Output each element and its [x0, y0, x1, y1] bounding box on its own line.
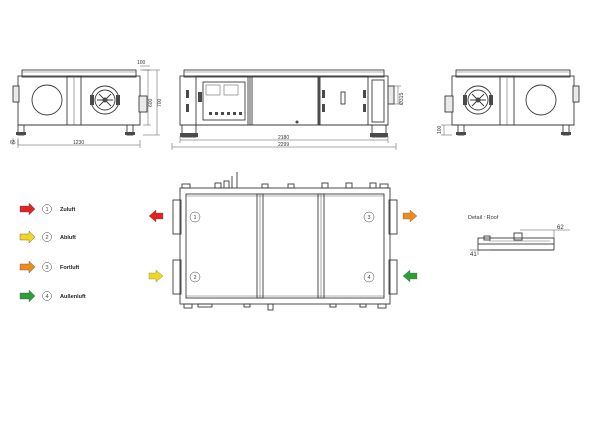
plan-port-4: 4 — [368, 275, 371, 281]
legend-item-1: 1 Zuluft — [19, 202, 75, 216]
dim-left-depth: 65 — [10, 140, 16, 146]
legend-label-3: Fortluft — [60, 265, 79, 271]
arrow-right-icon — [19, 289, 36, 303]
left-body — [17, 75, 141, 126]
right-side-view: 100 — [437, 69, 580, 136]
arrow-right-icon — [19, 260, 36, 274]
right-duct-circle — [525, 84, 557, 116]
legend-num-2: 2 — [46, 235, 49, 241]
plan-duct-1 — [172, 199, 182, 235]
legend-num-1: 1 — [46, 207, 49, 213]
legend-item-2: 2 Abluft — [19, 230, 76, 244]
legend-num-3: 3 — [46, 265, 49, 271]
dim-front-inner: 2180 — [278, 135, 289, 141]
legend-num-4: 4 — [46, 294, 49, 300]
legend-label-4: Außenluft — [60, 294, 86, 300]
roof-profile — [477, 237, 555, 245]
outdoor-air-arrow-icon — [402, 269, 418, 283]
exhaust-air-arrow-icon — [402, 209, 418, 223]
legend-item-4: 4 Außenluft — [19, 289, 86, 303]
dim-front-total: 2299 — [278, 142, 289, 148]
extract-air-arrow-icon — [148, 269, 164, 283]
dim-right-base: 100 — [437, 125, 443, 134]
front-view: 2180 2299 Ø315 — [171, 69, 405, 150]
plan-duct-4 — [388, 259, 398, 295]
dim-left-h2: 700 — [157, 98, 163, 107]
dim-left-top: 100 — [137, 60, 146, 66]
legend: 1 Zuluft 2 Abluft 3 Fortluft 4 Außenluft — [19, 202, 86, 303]
front-panel-1 — [195, 75, 249, 126]
handle-icon — [186, 90, 189, 98]
dim-front-duct: Ø315 — [399, 93, 405, 105]
legend-label-1: Zuluft — [60, 207, 75, 213]
legend-label-2: Abluft — [60, 235, 76, 241]
left-duct-circle — [31, 84, 63, 116]
front-panel-3 — [319, 75, 369, 126]
plan-port-1: 1 — [194, 215, 197, 221]
left-flange-right — [138, 95, 148, 113]
dim-left-h1: 600 — [148, 98, 154, 107]
plan-view: 1 2 3 4 — [148, 172, 418, 311]
detail-dim-a: 62 — [557, 225, 564, 231]
plan-duct-3 — [388, 199, 398, 235]
left-side-view: 1230 65 100 600 700 — [10, 60, 163, 148]
detail-dim-b: 41 — [470, 252, 477, 258]
detail-roof: Detail : Roof 62 41 — [468, 215, 570, 258]
front-top-rail — [183, 69, 385, 78]
plan-port-2: 2 — [194, 275, 197, 281]
plan-body — [179, 187, 391, 305]
dim-left-width: 1230 — [73, 140, 84, 146]
legend-item-3: 3 Fortluft — [19, 260, 79, 274]
arrow-right-icon — [19, 230, 36, 244]
left-top-rail — [21, 69, 137, 78]
control-box — [202, 81, 246, 121]
left-flange-left — [12, 85, 20, 103]
supply-air-arrow-icon — [148, 209, 164, 223]
detail-title: Detail : Roof — [468, 215, 499, 221]
front-duct-flange — [387, 85, 395, 105]
arrow-right-icon — [19, 202, 36, 216]
front-panel-2 — [251, 75, 319, 126]
front-body — [179, 75, 389, 126]
plan-duct-2 — [172, 259, 182, 295]
plan-port-3: 3 — [368, 215, 371, 221]
